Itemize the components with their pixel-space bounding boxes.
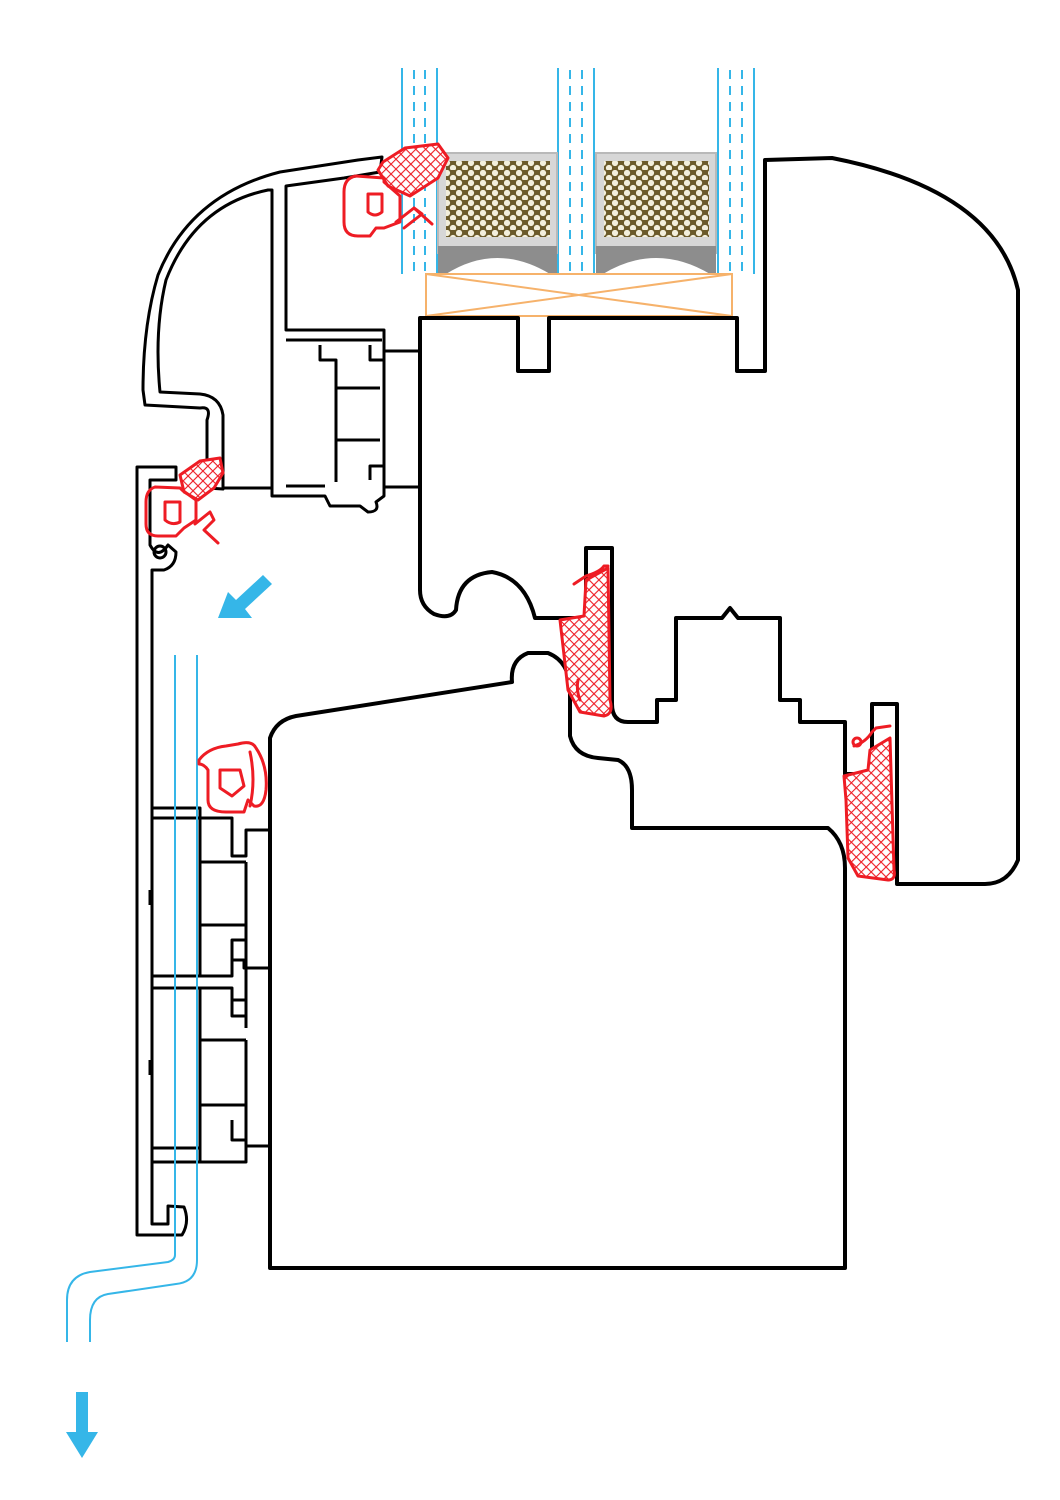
drainage-arrow-down (66, 1392, 98, 1458)
glass-pane-inner (717, 68, 755, 274)
setting-block (425, 273, 733, 317)
aluminium-glazing-cover (141, 155, 386, 514)
desiccant-fill (446, 161, 550, 237)
gasket-glazing-top (342, 142, 450, 238)
drainage-path (66, 655, 198, 1342)
glass-pane-middle (557, 68, 595, 274)
glazing-unit (401, 68, 755, 317)
aluminium-frame-cladding (135, 465, 268, 1237)
gasket-sash-outer (842, 724, 896, 882)
desiccant-fill (604, 161, 709, 237)
gasket-frame-weather (197, 741, 268, 814)
spacer-bar-right (595, 152, 717, 274)
gasket-sash-rebate (558, 564, 613, 718)
spacer-bar-left (437, 152, 558, 274)
gasket-glazing-middle (144, 456, 225, 545)
frame-timber-profile (268, 651, 847, 1270)
sash-timber-profile (418, 156, 1020, 886)
clip-bead (152, 544, 168, 560)
drainage-arrow-diagonal (218, 575, 272, 618)
